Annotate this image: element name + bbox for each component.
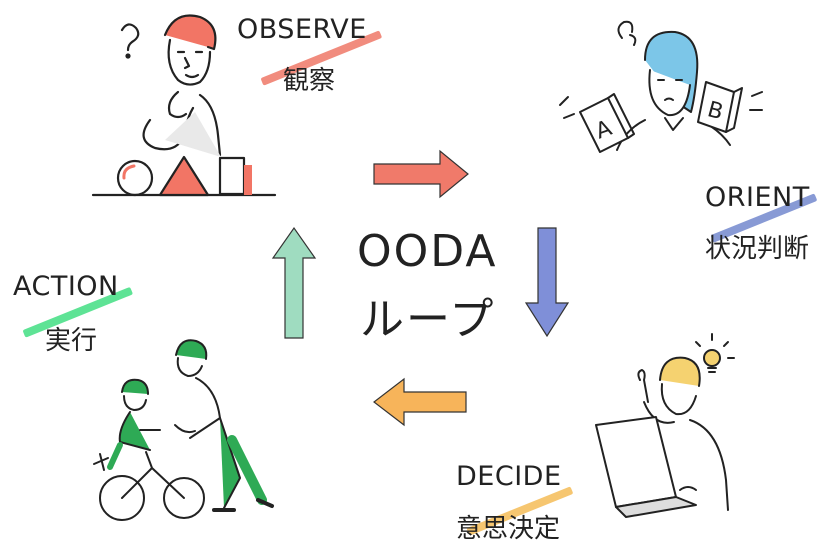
- card-b: B: [697, 81, 743, 133]
- card-a: A: [579, 93, 635, 153]
- observe-label-jp: 観察: [283, 66, 336, 96]
- arrow-down: [524, 227, 570, 338]
- orient-label-jp: 状況判断: [705, 234, 810, 264]
- observe-label: OBSERVE: [237, 14, 367, 45]
- arrow-right: [373, 149, 469, 199]
- action-illustration: [93, 339, 274, 521]
- action-label: ACTION: [13, 271, 119, 302]
- action-label-jp: 実行: [45, 326, 98, 356]
- decide-illustration: [595, 333, 735, 518]
- card-b-letter: B: [705, 97, 726, 125]
- arrow-up: [271, 226, 317, 339]
- diagram-title: OODA: [357, 226, 498, 277]
- lightbulb-icon: [695, 333, 735, 373]
- decide-label: DECIDE: [456, 461, 562, 492]
- orient-illustration: A B: [559, 20, 763, 153]
- decide-label-jp: 意思決定: [456, 514, 561, 544]
- diagram-subtitle: ループ: [360, 294, 496, 345]
- arrow-left: [373, 377, 467, 427]
- orient-label: ORIENT: [705, 182, 810, 213]
- observe-illustration: [91, 14, 277, 197]
